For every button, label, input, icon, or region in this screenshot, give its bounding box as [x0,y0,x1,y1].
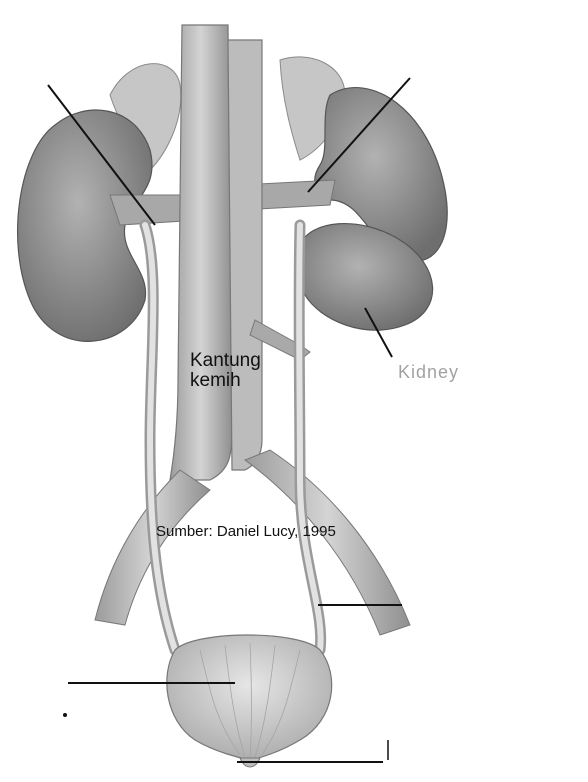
source-credit: Sumber: Daniel Lucy, 1995 [156,523,336,541]
left-kidney [18,110,152,341]
bladder [167,635,332,760]
stray-dot [63,713,67,717]
iliac-right [245,450,410,635]
vena-cava [228,40,262,470]
faded-label: Kidney [398,362,459,382]
bladder-label: Kantung kemih [190,351,261,391]
